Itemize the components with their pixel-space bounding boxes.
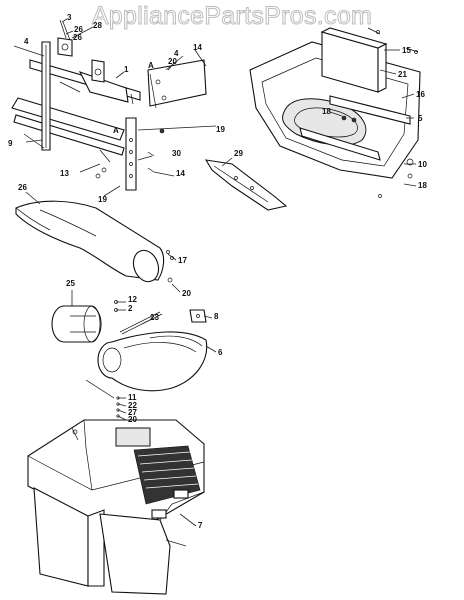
- callout-20-b: 20: [182, 289, 191, 298]
- callout-20: 20: [168, 57, 177, 66]
- callout-9: 9: [8, 139, 13, 148]
- blade-plate: [204, 159, 288, 211]
- callout-23: 23: [150, 313, 159, 322]
- callout-8: 8: [214, 312, 219, 321]
- callout-14-b: 14: [176, 169, 185, 178]
- callout-26: 26: [74, 25, 83, 34]
- adapter: [85, 300, 208, 418]
- callout-15: 15: [402, 46, 411, 55]
- callout-26-b: 26: [73, 33, 82, 42]
- callout-A-2: A: [113, 126, 119, 135]
- bag-housing: [27, 419, 205, 595]
- callout-26-c: 26: [18, 183, 27, 192]
- callout-19-b: 19: [98, 195, 107, 204]
- callout-17: 17: [178, 256, 187, 265]
- callout-21: 21: [398, 70, 407, 79]
- callout-3: 3: [67, 13, 72, 22]
- callout-7: 7: [198, 521, 203, 530]
- callout-25: 25: [66, 279, 75, 288]
- callout-20-c: 20: [128, 415, 137, 424]
- callout-27: 27: [128, 408, 137, 417]
- deck-frame: [249, 27, 421, 198]
- callout-18-b: 18: [418, 181, 427, 190]
- callout-4-b: 4: [174, 49, 179, 58]
- callout-16: 16: [416, 90, 425, 99]
- callout-2: 2: [128, 304, 133, 313]
- callout-19: 19: [216, 125, 225, 134]
- callout-6: 6: [218, 348, 223, 357]
- callout-A-1: A: [148, 61, 154, 70]
- callout-4: 4: [24, 37, 29, 46]
- callout-18: 18: [322, 107, 331, 116]
- callout-1: 1: [124, 65, 129, 74]
- callout-22: 22: [128, 401, 137, 410]
- callout-12: 12: [128, 295, 137, 304]
- callout-11: 11: [128, 393, 137, 402]
- discharge-chute: [15, 200, 174, 283]
- leader-lines: [13, 18, 417, 547]
- callout-29: 29: [234, 149, 243, 158]
- callout-5: 5: [418, 114, 423, 123]
- callout-10: 10: [418, 160, 427, 169]
- callout-labels: 3 26 28 26 1 4 4 A 20 14 9 A 19 30 13 14…: [8, 13, 427, 530]
- collar: [51, 305, 102, 343]
- callout-28: 28: [93, 21, 102, 30]
- callout-30: 30: [172, 149, 181, 158]
- callout-14: 14: [193, 43, 202, 52]
- bracket-assembly: [11, 19, 207, 191]
- site-watermark: AppliancePartsPros.com: [91, 2, 373, 31]
- callout-13: 13: [60, 169, 69, 178]
